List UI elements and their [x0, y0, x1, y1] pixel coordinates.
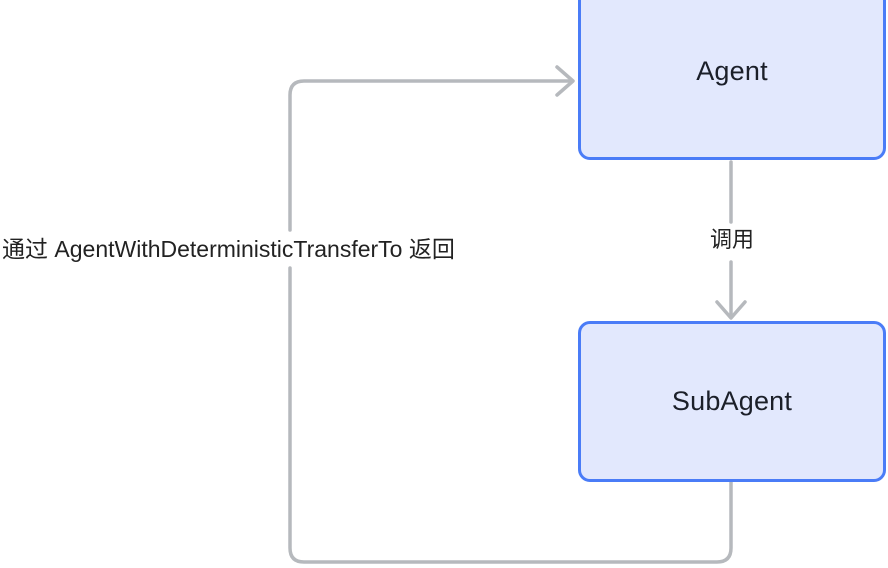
arrowhead-down-icon — [715, 300, 747, 320]
edge-subagent-to-agent — [288, 65, 733, 564]
node-subagent-label: SubAgent — [671, 386, 793, 416]
edge-label-return: 通过 AgentWithDeterministicTransferTo 返回 — [2, 236, 455, 262]
edge-subagent-to-agent-segment-lower — [288, 266, 733, 564]
arrowhead-right-icon — [555, 65, 575, 97]
node-subagent[interactable]: SubAgent — [578, 321, 886, 482]
edge-subagent-to-agent-segment-upper — [288, 79, 574, 232]
edge-label-call: 调用 — [709, 227, 754, 252]
edge-agent-to-subagent — [715, 160, 747, 320]
node-agent-label: Agent — [696, 55, 768, 86]
node-agent[interactable]: Agent — [578, 0, 886, 160]
